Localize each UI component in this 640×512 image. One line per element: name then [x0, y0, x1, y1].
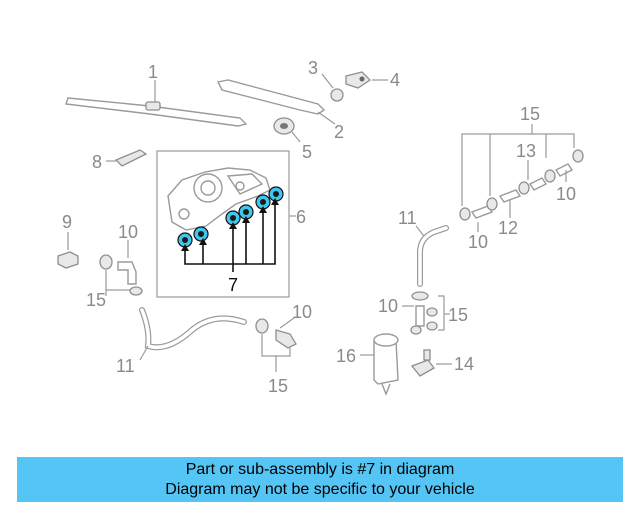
callout-11a: 11: [116, 356, 135, 376]
callout-5: 5: [302, 142, 312, 162]
wiper-arm-part: 2: [216, 79, 344, 142]
callout-14: 14: [454, 354, 474, 374]
callout-15c: 15: [520, 104, 540, 124]
arm-nut-part: 3: [308, 58, 344, 102]
callout-12: 12: [498, 218, 518, 238]
callout-10c: 10: [468, 232, 488, 252]
bolt-part: 9: [57, 212, 79, 269]
callout-9: 9: [62, 212, 72, 232]
caption-line-1: Part or sub-assembly is #7 in diagram: [185, 460, 455, 478]
callout-16: 16: [336, 346, 356, 366]
callout-8: 8: [92, 152, 102, 172]
motor-box: 6 7: [156, 150, 306, 298]
washer-pump-part: 16: [336, 333, 399, 396]
left-hose-group: 10 15: [86, 222, 143, 310]
parts-diagram: 1 2 3 4 5 8 6: [57, 58, 584, 396]
right-connector-group: 10 15: [378, 291, 468, 335]
callout-7-leaders: [181, 198, 279, 272]
callout-10a: 10: [118, 222, 138, 242]
callout-2: 2: [334, 122, 344, 142]
grommet-part: 5: [273, 117, 312, 162]
caption-line-2: Diagram may not be specific to your vehi…: [165, 480, 475, 498]
callout-10b: 10: [292, 302, 312, 322]
callout-6: 6: [296, 207, 306, 227]
callout-15d: 15: [448, 305, 468, 325]
caption-banner: Part or sub-assembly is #7 in diagram Di…: [17, 457, 623, 502]
right-hose-part: 11: [398, 208, 449, 287]
long-hose-part: 11: [116, 307, 247, 376]
right-tubing-group: 15 13 12 10 10: [459, 104, 584, 252]
grommet-highlight-2: [193, 226, 209, 242]
callout-1: 1: [148, 62, 158, 82]
callout-11b: 11: [398, 208, 417, 228]
callout-15b: 15: [268, 376, 288, 396]
callout-10d: 10: [556, 184, 576, 204]
clip-part: 14: [410, 349, 474, 377]
callout-15a: 15: [86, 290, 106, 310]
arm-cap-part: 4: [345, 70, 400, 90]
grommet-highlight-4: [238, 204, 254, 220]
callout-7: 7: [228, 275, 238, 295]
grommet-highlight-3: [225, 210, 241, 226]
callout-4: 4: [390, 70, 400, 90]
middle-connector-group: 10 15: [255, 302, 312, 396]
grommet-highlight-6: [268, 186, 284, 202]
nozzle-part: 8: [92, 149, 148, 172]
callout-13: 13: [516, 141, 536, 161]
callout-3: 3: [308, 58, 318, 78]
wiper-blade-part: 1: [65, 62, 248, 127]
callout-10e: 10: [378, 296, 398, 316]
